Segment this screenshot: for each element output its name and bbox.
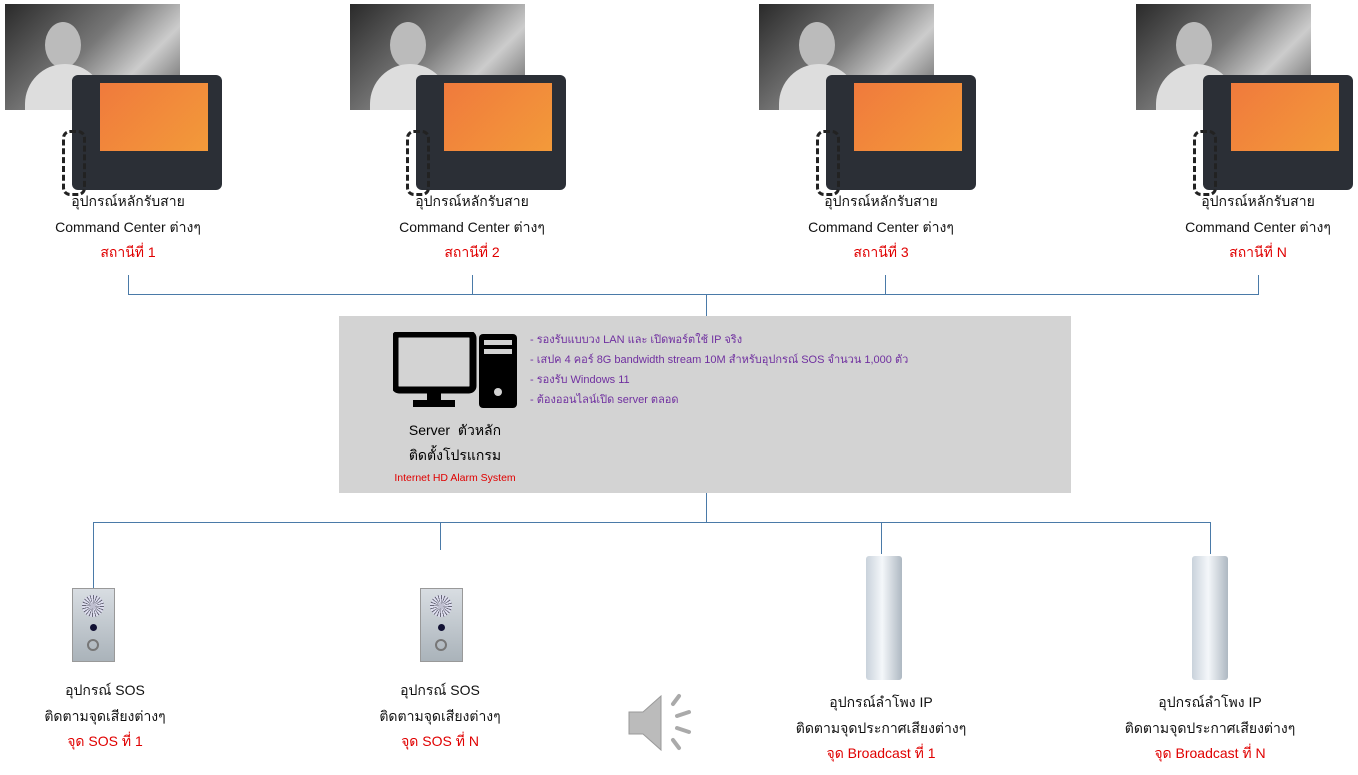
spec-item: - รองรับแบบวง LAN และ เปิดพอร์ตใช้ IP จร… [530, 334, 743, 346]
station-name: สถานีที่ 3 [853, 244, 909, 260]
sos-device-image [420, 588, 463, 662]
connector [128, 275, 129, 295]
connector [885, 275, 886, 295]
connector [881, 522, 882, 554]
command-center-phone [62, 75, 222, 196]
station-line2: Command Center ต่างๆ [808, 218, 954, 235]
sos-line2: ติดตามจุดเสียงต่างๆ [44, 707, 166, 724]
connector [1210, 522, 1211, 554]
connector [93, 522, 94, 588]
station-name: สถานีที่ N [1229, 244, 1287, 260]
computer-icon [393, 332, 517, 408]
connector [472, 275, 473, 295]
connector [706, 294, 707, 316]
command-center-phone [1193, 75, 1353, 196]
sos-device-image [72, 588, 115, 662]
station-line2: Command Center ต่างๆ [55, 218, 201, 235]
station-line1: อุปกรณ์หลักรับสาย [1201, 193, 1315, 209]
station-name: สถานีที่ 1 [100, 244, 156, 260]
ip-speaker-image [866, 556, 902, 680]
speaker-line1: อุปกรณ์ลำโพง IP [829, 694, 933, 710]
sos-line1: อุปกรณ์ SOS [400, 682, 480, 698]
speaker-audio-icon[interactable] [625, 690, 699, 756]
spec-item: - ต้องออนไลน์เปิด server ตลอด [530, 394, 679, 406]
station-line1: อุปกรณ์หลักรับสาย [824, 193, 938, 209]
server-subtitle: ติดตั้งโปรแกรม [408, 447, 502, 463]
speaker-name: จุด Broadcast ที่ 1 [826, 745, 936, 761]
speaker-line2: ติดตามจุดประกาศเสียงต่างๆ [1124, 719, 1296, 736]
command-center-phone [816, 75, 976, 196]
server-title: Server ตัวหลัก [408, 422, 502, 438]
speaker-line1: อุปกรณ์ลำโพง IP [1158, 694, 1262, 710]
station-line1: อุปกรณ์หลักรับสาย [415, 193, 529, 209]
top-bus-line [128, 294, 1259, 295]
speaker-line2: ติดตามจุดประกาศเสียงต่างๆ [795, 719, 967, 736]
station-line1: อุปกรณ์หลักรับสาย [71, 193, 185, 209]
spec-item: - รองรับ Windows 11 [530, 374, 630, 386]
station-name: สถานีที่ 2 [444, 244, 500, 260]
server-software: Internet HD Alarm System [394, 472, 516, 484]
sos-line2: ติดตามจุดเสียงต่างๆ [379, 707, 501, 724]
bottom-bus-line [93, 522, 1211, 523]
connector [706, 493, 707, 523]
speaker-name: จุด Broadcast ที่ N [1154, 745, 1266, 761]
ip-speaker-image [1192, 556, 1228, 680]
command-center-phone [406, 75, 566, 196]
server-box: Server ตัวหลัก ติดตั้งโปรแกรม Internet H… [339, 316, 1071, 493]
sos-name: จุด SOS ที่ N [401, 733, 479, 749]
station-line2: Command Center ต่างๆ [399, 218, 545, 235]
connector [440, 522, 441, 550]
connector [1258, 275, 1259, 295]
sos-line1: อุปกรณ์ SOS [65, 682, 145, 698]
spec-item: - เสปค 4 คอร์ 8G bandwidth stream 10M สำ… [530, 354, 909, 366]
sos-name: จุด SOS ที่ 1 [67, 733, 143, 749]
station-line2: Command Center ต่างๆ [1185, 218, 1331, 235]
